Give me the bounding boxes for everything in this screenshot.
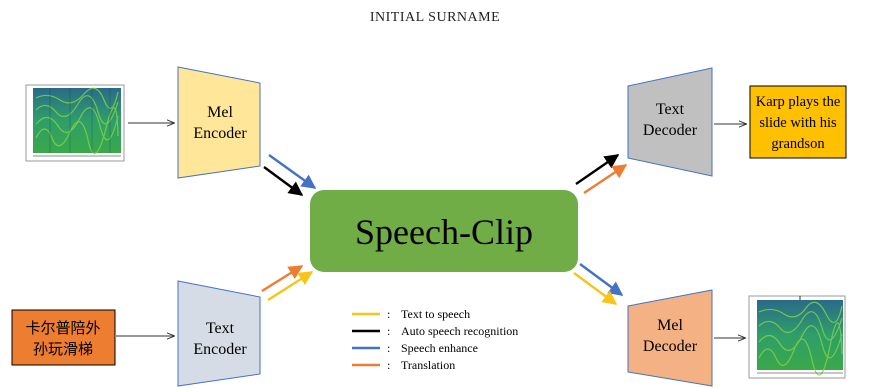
legend-item-auto-speech-recognition: : Auto speech recognition: [352, 324, 518, 338]
mel-encoder-enhance-arrow: [268, 154, 317, 189]
svg-text:Text to speech: Text to speech: [401, 307, 470, 321]
mel-encoder-asr-arrow: [263, 166, 304, 196]
legend-item-text-to-speech: : Text to speech: [352, 307, 470, 321]
english-text-line2: slide with his: [759, 115, 837, 131]
svg-text::: :: [387, 341, 390, 355]
text-decoder-label-line1: Text: [656, 101, 685, 118]
legend-item-translation: : Translation: [352, 358, 455, 372]
svg-text::: :: [387, 358, 390, 372]
english-text-line3: grandson: [771, 136, 825, 152]
text-decoder-label-line2: Decoder: [643, 122, 698, 139]
page-header: INITIAL SURNAME: [369, 10, 501, 25]
legend-item-speech-enhance: : Speech enhance: [352, 341, 478, 355]
text-decoder-translation-arrow: [583, 164, 628, 194]
text-decoder-asr-arrow: [575, 154, 620, 185]
mel-decoder-label-line2: Decoder: [643, 338, 698, 355]
chinese-text-input-box: 卡尔普陪外 孙玩滑梯: [11, 309, 116, 366]
speech-clip-block: Speech-Clip: [310, 190, 578, 272]
text-decoder-block: Text Decoder: [627, 67, 713, 177]
chinese-text-line2: 孙玩滑梯: [33, 340, 93, 358]
output-spectrogram: [748, 295, 846, 379]
svg-text:Auto speech recognition: Auto speech recognition: [401, 324, 518, 338]
text-encoder-label-line1: Text: [206, 320, 235, 337]
english-text-output-box: Karp plays the slide with his grandson: [749, 85, 847, 159]
english-text-line1: Karp plays the: [756, 94, 841, 110]
svg-text:Translation: Translation: [401, 358, 455, 372]
svg-text::: :: [387, 324, 390, 338]
mel-encoder-label-line1: Mel: [207, 104, 233, 121]
mel-decoder-tts-arrow: [573, 272, 618, 305]
speech-clip-label: Speech-Clip: [355, 212, 533, 252]
chinese-text-line1: 卡尔普陪外: [25, 319, 100, 337]
mel-encoder-label-line2: Encoder: [193, 125, 247, 142]
text-encoder-tts-arrow: [267, 270, 314, 302]
text-encoder-block: Text Encoder: [177, 280, 261, 387]
mel-decoder-block: Mel Decoder: [627, 289, 713, 387]
svg-text::: :: [387, 307, 390, 321]
svg-text:Speech enhance: Speech enhance: [401, 341, 478, 355]
text-encoder-translation-arrow: [261, 264, 304, 293]
mel-encoder-block: Mel Encoder: [177, 66, 261, 179]
input-spectrogram: [25, 84, 125, 162]
legend: : Text to speech : Auto speech recogniti…: [352, 307, 518, 372]
mel-decoder-enhance-arrow: [579, 263, 624, 296]
mel-decoder-label-line1: Mel: [657, 317, 683, 334]
text-encoder-label-line2: Encoder: [193, 341, 247, 358]
